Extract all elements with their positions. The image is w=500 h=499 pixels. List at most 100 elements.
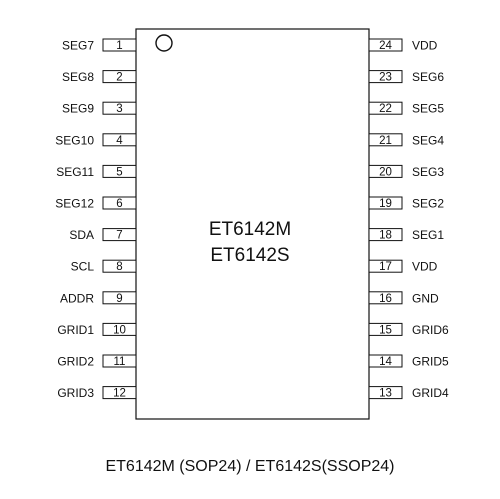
pin-box <box>102 228 137 242</box>
pin-box <box>368 291 403 305</box>
pin-box <box>368 386 403 400</box>
pin-number: 19 <box>379 198 392 210</box>
pin-box <box>102 291 137 305</box>
pin-10: 10 GRID1 <box>57 322 137 337</box>
pin-2: 2 SEG8 <box>62 70 137 84</box>
pin-number: 3 <box>116 103 122 115</box>
pin-number: 12 <box>113 388 126 400</box>
pin-box <box>368 164 403 178</box>
pin-14: 14 GRID5 <box>368 354 449 369</box>
pin-box <box>102 101 137 115</box>
pin-name: SEG4 <box>412 133 444 147</box>
pin-number: 23 <box>379 72 392 84</box>
pin-name: SEG10 <box>55 133 94 147</box>
pin-name: SCL <box>71 260 95 274</box>
pin-name: VDD <box>412 39 438 53</box>
pin-21: 21 SEG4 <box>368 133 444 147</box>
pin-20: 20 SEG3 <box>368 164 444 179</box>
pin-number: 18 <box>379 230 392 242</box>
pin-box <box>368 322 403 336</box>
left-pins: 1 SEG7 2 SEG8 3 SEG9 4 SEG10 5 SEG11 6 SEG12 7 SDA 8 SC… <box>55 38 137 400</box>
pin-4: 4 SEG10 <box>55 133 137 147</box>
pin-name: SDA <box>69 228 94 242</box>
pin-box <box>368 38 403 52</box>
chip-body <box>135 28 370 420</box>
pin-name: SEG1 <box>412 228 444 242</box>
pin-number: 1 <box>116 40 122 52</box>
pin-number: 20 <box>379 166 392 178</box>
pin-number: 14 <box>379 356 392 368</box>
pin-box <box>102 196 137 210</box>
pin-box <box>102 164 137 178</box>
pin-box <box>368 354 403 368</box>
pin-number: 11 <box>114 356 126 368</box>
pin-name: GRID4 <box>412 386 449 400</box>
pin-11: 11 GRID2 <box>57 354 137 369</box>
pin-name: VDD <box>412 260 438 274</box>
pin-15: 15 GRID6 <box>368 322 449 337</box>
pin-box <box>102 322 137 336</box>
pin-name: SEG8 <box>62 70 94 84</box>
pin-box <box>368 259 403 273</box>
pin-name: GRID5 <box>412 355 449 369</box>
pin-name: SEG7 <box>62 39 94 53</box>
pin-number: 8 <box>116 261 122 273</box>
pin-number: 24 <box>379 40 392 52</box>
pin-9: 9 ADDR <box>60 291 137 305</box>
pin-box <box>102 70 137 84</box>
pin-box <box>102 354 137 368</box>
pin-name: SEG6 <box>412 70 444 84</box>
pin-22: 22 SEG5 <box>368 101 444 116</box>
pin-box <box>102 38 137 52</box>
pin-name: SEG3 <box>412 165 444 179</box>
pin-number: 21 <box>379 135 392 147</box>
pin-box <box>368 101 403 115</box>
pin-name: GRID2 <box>57 355 94 369</box>
pin-8: 8 SCL <box>71 259 137 274</box>
pin-number: 16 <box>379 293 392 305</box>
pin-number: 9 <box>116 293 122 305</box>
pin-name: ADDR <box>60 291 94 305</box>
pin-18: 18 SEG1 <box>368 228 444 242</box>
pin-number: 22 <box>379 103 392 115</box>
pin-name: SEG12 <box>55 197 94 211</box>
pin-number: 13 <box>379 388 392 400</box>
pin-name: SEG5 <box>412 102 444 116</box>
pin-1: 1 SEG7 <box>62 38 137 53</box>
pin-6: 6 SEG12 <box>55 196 137 211</box>
pin-name: GRID1 <box>57 323 94 337</box>
pin-box <box>368 70 403 84</box>
pin-box <box>368 228 403 242</box>
part-number-2: ET6142S <box>210 245 289 266</box>
pin-13: 13 GRID4 <box>368 386 449 400</box>
pin-number: 7 <box>116 230 122 242</box>
pin-name: SEG11 <box>56 165 94 179</box>
pin-23: 23 SEG6 <box>368 70 444 84</box>
pin-number: 2 <box>116 72 122 84</box>
pin1-marker-icon <box>155 34 173 52</box>
pin-box <box>102 133 137 147</box>
pin-24: 24 VDD <box>368 38 438 53</box>
part-number-1: ET6142M <box>209 219 291 240</box>
pin-box <box>368 196 403 210</box>
pin-name: GRID6 <box>412 323 449 337</box>
pin-number: 5 <box>116 166 122 178</box>
pin-box <box>368 133 403 147</box>
pin-16: 16 GND <box>368 291 439 305</box>
pin-name: SEG9 <box>62 102 94 116</box>
pin-number: 17 <box>379 261 392 273</box>
pin-5: 5 SEG11 <box>56 164 137 179</box>
pin-number: 4 <box>116 135 123 147</box>
pin-number: 6 <box>116 198 122 210</box>
pin-name: GND <box>412 291 439 305</box>
pin-box <box>102 386 137 400</box>
pin-number: 15 <box>379 324 392 336</box>
pin-number: 10 <box>113 324 126 336</box>
pin-box <box>102 259 137 273</box>
pin-17: 17 VDD <box>368 259 438 274</box>
pin-3: 3 SEG9 <box>62 101 137 116</box>
